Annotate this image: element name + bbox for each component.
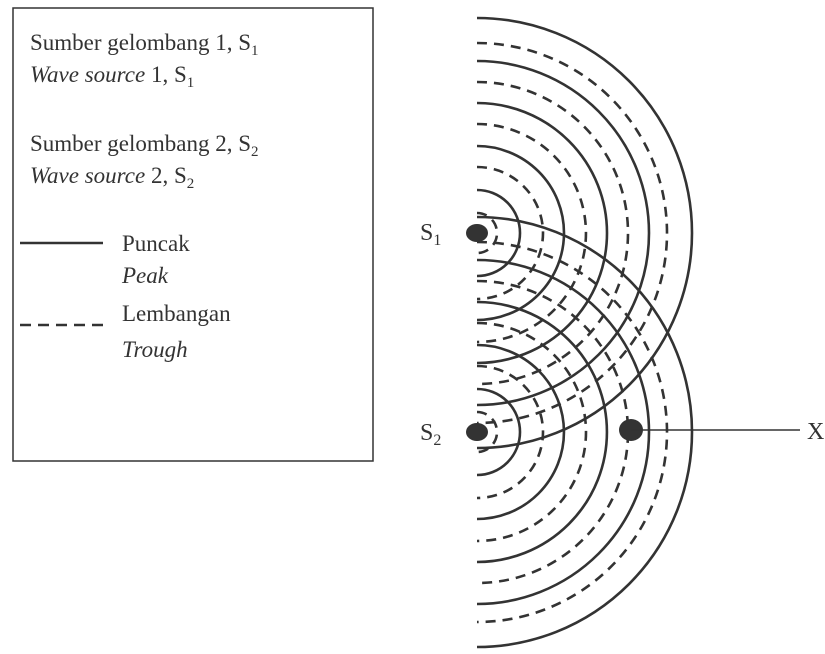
point-x-label: X (807, 419, 824, 445)
legend-trough-ms: Lembangan (122, 301, 231, 326)
s1-peak-3 (476, 101, 609, 365)
s2-peak-3 (476, 300, 609, 564)
legend: Sumber gelombang 1, S1 Wave source 1, S1… (12, 7, 374, 462)
legend-peak-ms: Puncak (122, 231, 190, 256)
legend-source1-ms: Sumber gelombang 1, S1 (30, 30, 259, 59)
s2-trough-2 (476, 364, 545, 500)
legend-source1-en: Wave source 1, S1 (30, 62, 194, 91)
s1-peak-5 (476, 16, 694, 450)
s1-trough-1 (476, 211, 499, 255)
legend-frame (12, 7, 374, 462)
wave-fronts-s1 (476, 16, 694, 450)
s1-trough-5 (476, 41, 669, 425)
s2-trough-5 (476, 240, 669, 624)
legend-peak-en: Peak (121, 263, 169, 288)
legend-source2-en: Wave source 2, S2 (30, 163, 194, 192)
s2-peak-5 (476, 215, 694, 649)
s2-peak-1 (476, 387, 522, 477)
s1-peak-2 (476, 144, 566, 322)
s1-trough-3 (476, 122, 588, 344)
s2-peak-2 (476, 343, 566, 521)
source-s2-dot (466, 423, 488, 441)
source-s2-label: S2 (420, 420, 441, 449)
source-s1-label: S1 (420, 220, 441, 249)
wave-fronts-s2 (476, 215, 694, 649)
s1-peak-4 (476, 59, 651, 407)
legend-trough-en: Trough (122, 337, 188, 362)
s2-trough-1 (476, 410, 499, 454)
legend-source2-ms: Sumber gelombang 2, S2 (30, 131, 259, 160)
source-s1-dot (466, 224, 488, 242)
s2-trough-4 (476, 279, 630, 585)
s2-peak-4 (476, 258, 651, 606)
s1-trough-2 (476, 165, 545, 301)
s1-peak-1 (476, 188, 522, 278)
s2-trough-3 (476, 321, 588, 543)
s1-trough-4 (476, 80, 630, 386)
